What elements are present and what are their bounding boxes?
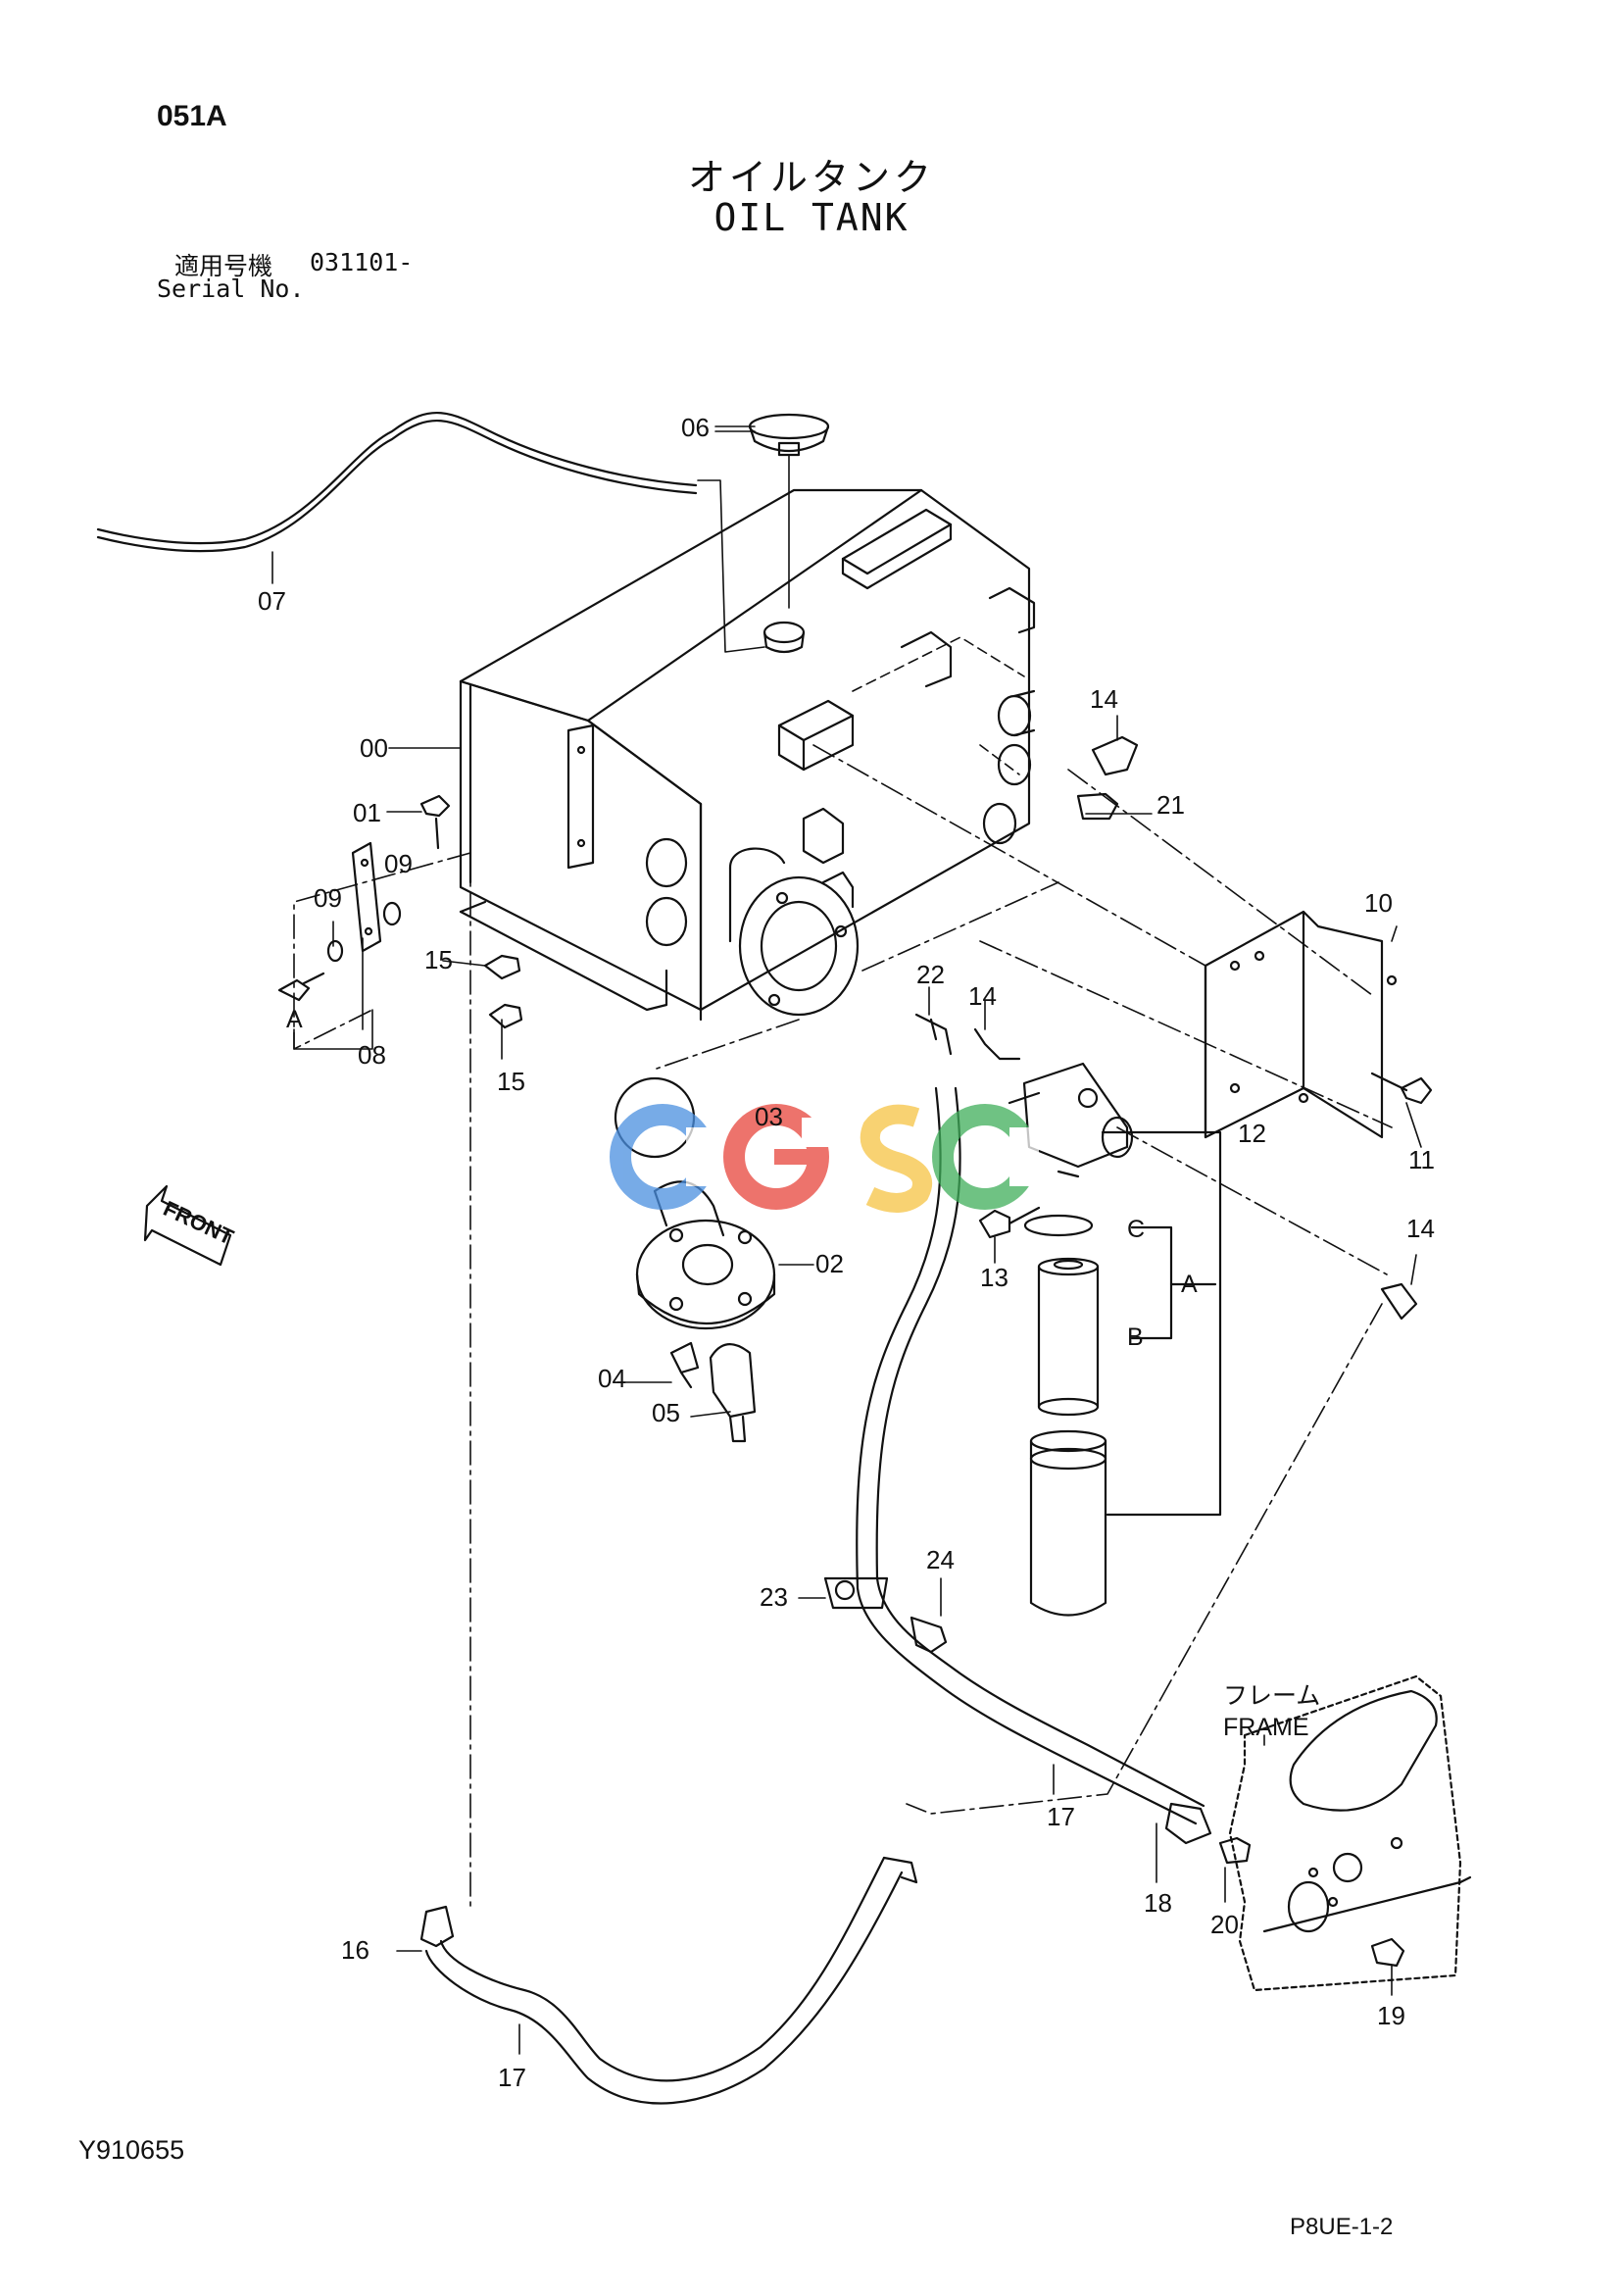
- callout-19: 19: [1377, 2001, 1405, 2030]
- oil-tank-body: [459, 488, 1036, 1022]
- drawing-id: Y910655: [78, 2135, 185, 2165]
- serial-label-english: Serial No.: [157, 275, 305, 303]
- callout-04: 04: [598, 1364, 626, 1393]
- callout-22: 22: [916, 960, 945, 989]
- filler-cap: [748, 413, 830, 654]
- pressure-hose-lower: [424, 1856, 918, 2105]
- bolt-a: [277, 972, 325, 1002]
- ref-a-left: A: [286, 1006, 303, 1033]
- callout-11: 11: [1408, 1145, 1435, 1174]
- callout-10: 10: [1364, 888, 1393, 918]
- callout-21: 21: [1156, 790, 1185, 820]
- callout-09-left: 09: [314, 883, 342, 913]
- callout-14-top: 14: [1090, 684, 1118, 714]
- breather-hose: [96, 411, 698, 545]
- ref-a-filter: A: [1181, 1271, 1198, 1298]
- fitting-15a: [483, 954, 521, 980]
- callout-05: 05: [652, 1398, 680, 1427]
- fitting-15b: [488, 1003, 523, 1029]
- title-english: OIL TANK: [713, 196, 910, 239]
- bolt-11: [1370, 1072, 1433, 1105]
- bolt-19: [1370, 1937, 1405, 1968]
- callout-15-upper: 15: [424, 945, 453, 974]
- front-label: FRONT: [160, 1196, 238, 1250]
- ref-c-filter: C: [1127, 1216, 1145, 1243]
- filter-seal-ring: [1023, 1214, 1094, 1237]
- front-arrow-icon: [143, 1184, 232, 1267]
- bolt-01: [419, 794, 451, 850]
- callout-labels: 00 01 02 03 04 05 06 07 08 09 09 10 11 1…: [258, 413, 1435, 2092]
- callout-24: 24: [926, 1545, 955, 1574]
- fitting-20: [1218, 1836, 1252, 1865]
- fitting-21: [1076, 792, 1119, 821]
- callout-13: 13: [980, 1263, 1008, 1292]
- ref-b-filter: B: [1127, 1323, 1144, 1351]
- serial-number-value: 031101-: [310, 248, 414, 276]
- callout-08: 08: [358, 1040, 386, 1070]
- callout-09-right: 09: [384, 849, 413, 878]
- callout-02: 02: [815, 1249, 844, 1278]
- fitting-14a: [1091, 735, 1139, 776]
- callout-00: 00: [360, 733, 388, 763]
- callout-20: 20: [1210, 1910, 1239, 1939]
- callout-23: 23: [760, 1582, 788, 1612]
- callout-07: 07: [258, 586, 286, 616]
- frame-label-japanese: フレーム: [1223, 1682, 1320, 1710]
- page-code: P8UE-1-2: [1290, 2214, 1394, 2240]
- frame-label-english: FRAME: [1223, 1714, 1309, 1741]
- elbow-05: [709, 1343, 757, 1443]
- filter-case: [1029, 1429, 1107, 1617]
- callout-03: 03: [755, 1102, 783, 1131]
- bolt-04: [669, 1341, 700, 1389]
- watermark-logo: [610, 1104, 1039, 1213]
- callout-15-lower: 15: [497, 1067, 525, 1096]
- callout-06: 06: [681, 413, 710, 442]
- callout-16: 16: [341, 1935, 369, 1965]
- fitting-14c: [1380, 1282, 1418, 1321]
- filter-mounting-bracket: [1204, 910, 1398, 1139]
- callout-17-upper: 17: [1047, 1802, 1075, 1831]
- adapter-18: [1164, 1802, 1212, 1845]
- callout-14-mid: 14: [968, 981, 997, 1011]
- elbow-16: [419, 1905, 455, 1948]
- title-japanese: オイルタンク: [687, 156, 935, 199]
- serial-label-japanese: 適用号機: [174, 252, 273, 280]
- callout-14-right: 14: [1406, 1214, 1435, 1243]
- bolt-13: [978, 1206, 1041, 1239]
- pressure-hose-upper: [856, 1086, 1205, 1825]
- filter-element: [1037, 1257, 1100, 1417]
- sheet-code: 051A: [157, 100, 227, 132]
- elbow-22: [914, 1013, 953, 1056]
- machine-frame: [1228, 1674, 1472, 1992]
- callout-18: 18: [1144, 1888, 1172, 1918]
- callout-01: 01: [353, 798, 381, 827]
- fitting-14b: [973, 1027, 1021, 1061]
- bolt-24: [910, 1616, 948, 1654]
- callout-12: 12: [1238, 1119, 1266, 1148]
- callout-17-lower: 17: [498, 2063, 526, 2092]
